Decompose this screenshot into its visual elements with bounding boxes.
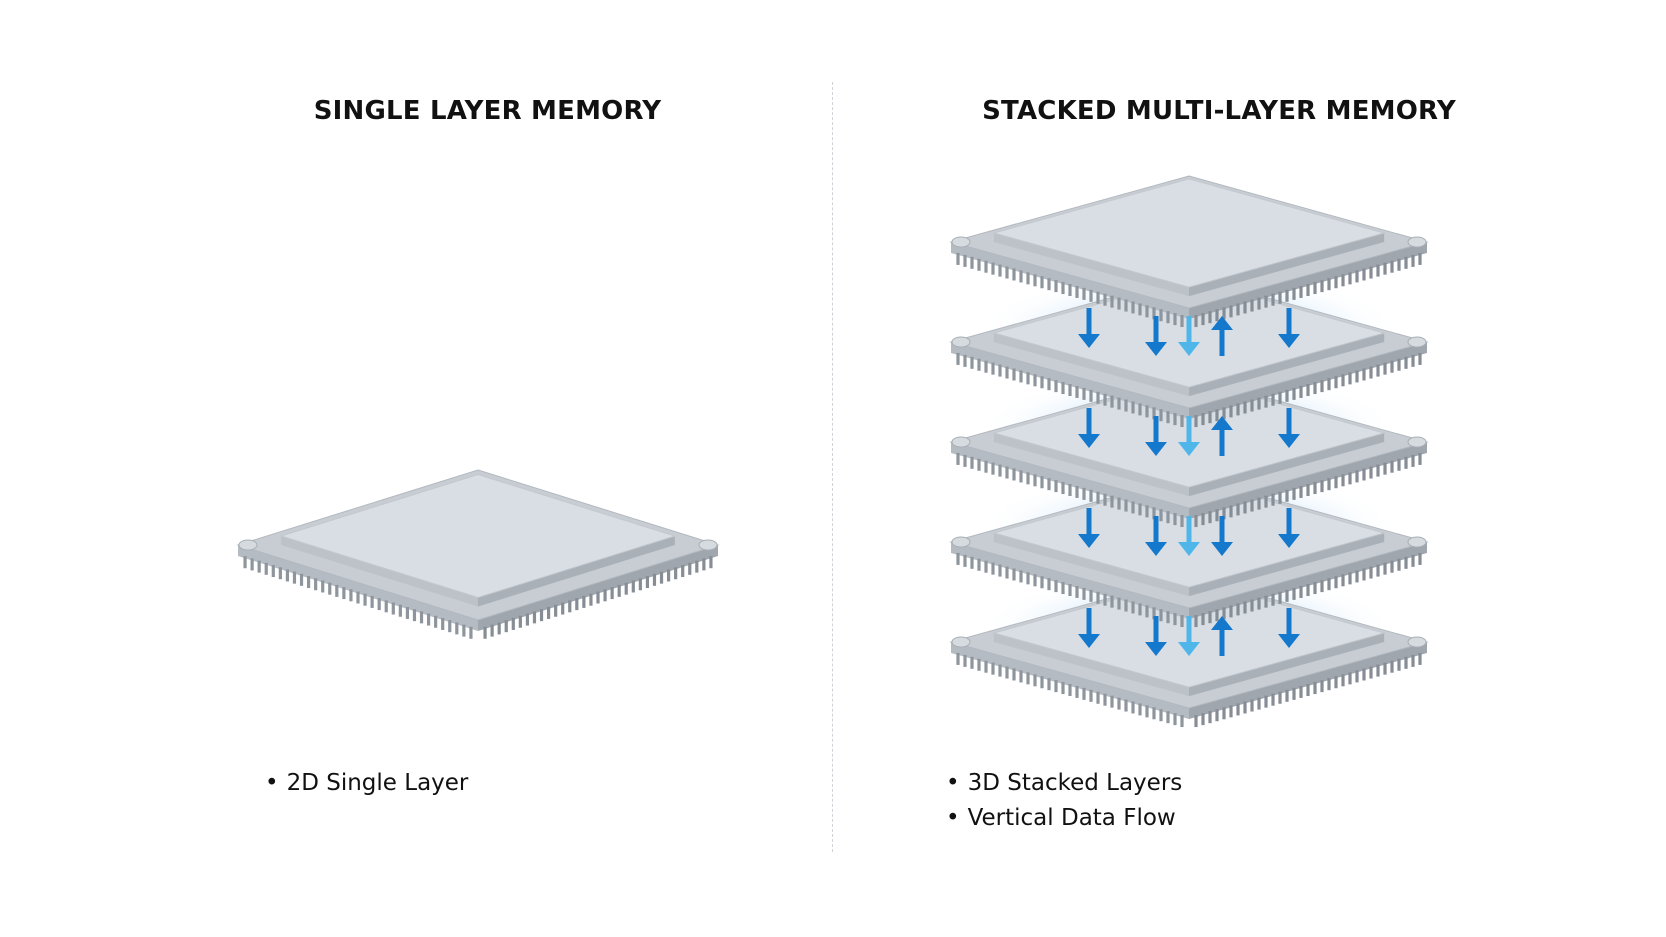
chip-base-side bbox=[1189, 642, 1427, 719]
arrow-down-icon bbox=[1178, 416, 1200, 456]
chip-mount-tab bbox=[238, 539, 258, 551]
chip-mount-tab bbox=[951, 436, 971, 448]
single-layer-panel: SINGLE LAYER MEMORY 2D Single Layer bbox=[0, 0, 830, 937]
chip-mount-tab bbox=[1407, 236, 1427, 248]
chip-die-side bbox=[1189, 233, 1385, 297]
feature-item: 2D Single Layer bbox=[265, 766, 469, 801]
chip-die-side bbox=[993, 533, 1189, 597]
chip-mount-tab bbox=[951, 336, 971, 348]
chip-die-side bbox=[993, 233, 1189, 297]
arrow-down-icon bbox=[1278, 608, 1300, 648]
stacked-layer-illustration bbox=[949, 175, 1429, 728]
arrow-down-icon bbox=[1145, 416, 1167, 456]
chip-pins bbox=[243, 556, 713, 639]
chip-base-side bbox=[951, 242, 1189, 319]
arrow-down-icon bbox=[1145, 316, 1167, 356]
chip-base-side bbox=[238, 545, 478, 631]
stacked-layer-title: STACKED MULTI-LAYER MEMORY bbox=[982, 96, 1456, 126]
memory-chip-icon bbox=[949, 175, 1429, 328]
chip-mount-tab bbox=[1407, 536, 1427, 548]
chip-die-side bbox=[1189, 433, 1385, 497]
feature-item: Vertical Data Flow bbox=[946, 801, 1182, 836]
chip-mount-tab bbox=[1407, 436, 1427, 448]
arrow-down-icon bbox=[1145, 516, 1167, 556]
chip-pins bbox=[956, 452, 1422, 528]
arrow-down-icon bbox=[1078, 608, 1100, 648]
chip-die-side bbox=[281, 536, 478, 607]
chip-base-side bbox=[478, 545, 718, 631]
chip-pins bbox=[956, 552, 1422, 628]
chip-mount-tab bbox=[951, 636, 971, 648]
chip-die-side bbox=[1189, 633, 1385, 697]
stacked-layer-panel: STACKED MULTI-LAYER MEMORY 3D Stacked La… bbox=[834, 0, 1666, 937]
chip-mount-tab bbox=[1407, 636, 1427, 648]
chip-die-side bbox=[1189, 333, 1385, 397]
chip-base-side bbox=[951, 542, 1189, 619]
chip-pins bbox=[956, 652, 1422, 728]
chip-stack bbox=[949, 175, 1429, 728]
stacked-layer-feature-list: 3D Stacked Layers Vertical Data Flow bbox=[946, 766, 1183, 836]
feature-item: 3D Stacked Layers bbox=[946, 766, 1183, 801]
arrow-up-icon bbox=[1211, 316, 1233, 356]
arrow-down-icon bbox=[1178, 316, 1200, 356]
chip-die-side bbox=[993, 333, 1189, 397]
chip-base-side bbox=[951, 442, 1189, 519]
arrow-down-icon bbox=[1078, 408, 1100, 448]
chip-pins bbox=[956, 252, 1422, 328]
chip-mount-tab bbox=[698, 539, 718, 551]
single-layer-feature-list: 2D Single Layer bbox=[265, 766, 469, 801]
chip-base-side bbox=[1189, 542, 1427, 619]
arrow-down-icon bbox=[1278, 408, 1300, 448]
arrow-down-icon bbox=[1178, 516, 1200, 556]
panel-divider bbox=[832, 82, 833, 852]
chip-mount-tab bbox=[951, 236, 971, 248]
memory-chip-icon bbox=[236, 469, 720, 639]
chip-base-side bbox=[951, 642, 1189, 719]
arrow-down-icon bbox=[1078, 508, 1100, 548]
arrow-down-icon bbox=[1211, 516, 1233, 556]
arrow-down-icon bbox=[1278, 508, 1300, 548]
chip-die-top bbox=[279, 473, 677, 599]
arrow-down-icon bbox=[1178, 616, 1200, 656]
single-layer-illustration bbox=[236, 469, 720, 639]
chip-mount-tab bbox=[951, 536, 971, 548]
chip-base-side bbox=[1189, 342, 1427, 419]
chip-die-top bbox=[991, 178, 1387, 288]
chip-mount-tab bbox=[1407, 336, 1427, 348]
memory-chip bbox=[236, 469, 720, 639]
chip-die-side bbox=[1189, 533, 1385, 597]
single-layer-title: SINGLE LAYER MEMORY bbox=[313, 96, 662, 126]
chip-die-side bbox=[993, 433, 1189, 497]
chip-base-side bbox=[1189, 442, 1427, 519]
arrow-up-icon bbox=[1211, 616, 1233, 656]
chip-die-side bbox=[478, 536, 675, 607]
arrow-up-icon bbox=[1211, 416, 1233, 456]
chip-pins bbox=[956, 352, 1422, 428]
arrow-down-icon bbox=[1278, 308, 1300, 348]
arrow-down-icon bbox=[1145, 616, 1167, 656]
chip-base-side bbox=[1189, 242, 1427, 319]
chip-base-side bbox=[951, 342, 1189, 419]
chip-die-side bbox=[993, 633, 1189, 697]
arrow-down-icon bbox=[1078, 308, 1100, 348]
